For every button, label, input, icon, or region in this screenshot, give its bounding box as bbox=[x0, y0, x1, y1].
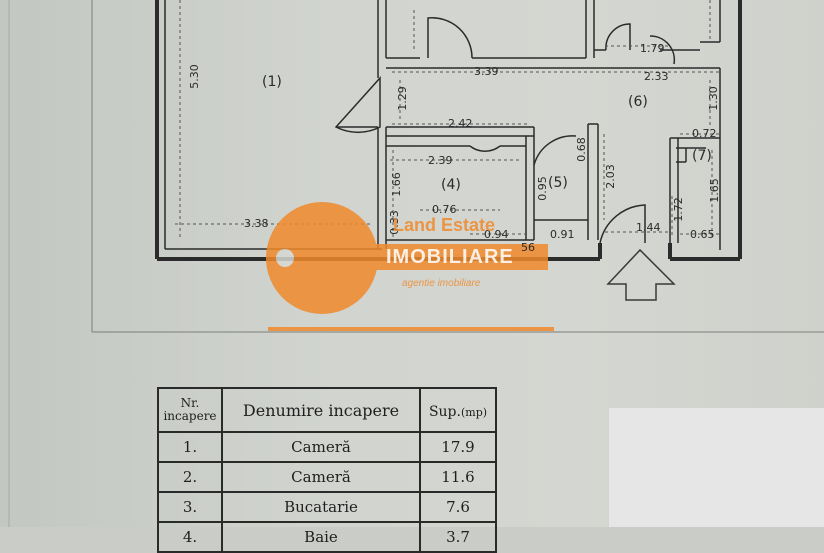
dimension-label: 1.79 bbox=[640, 42, 665, 55]
table-row: 1. Cameră 17.9 bbox=[157, 431, 497, 463]
dimension-label: 0.91 bbox=[550, 228, 575, 241]
header-area-unit: (mp) bbox=[460, 405, 488, 419]
header-nr: Nr. incapere bbox=[157, 387, 223, 433]
dimension-label: 1.30 bbox=[706, 86, 720, 111]
header-area-label: Sup. bbox=[428, 403, 461, 420]
row-nr: 1. bbox=[157, 431, 223, 463]
row-name: Bucatarie bbox=[221, 491, 421, 523]
header-name: Denumire incapere bbox=[221, 387, 421, 433]
dimension-label: 2.39 bbox=[428, 154, 453, 167]
row-area: 17.9 bbox=[419, 431, 497, 463]
dimension-label: 1.72 bbox=[671, 197, 685, 222]
row-nr: 2. bbox=[157, 461, 223, 493]
paper-crease bbox=[8, 0, 10, 527]
dimension-label: 0.72 bbox=[692, 127, 717, 140]
door-swings bbox=[334, 17, 676, 244]
row-area: 7.6 bbox=[419, 491, 497, 523]
dimension-label: 1.29 bbox=[395, 86, 409, 111]
dimension-label: 5.30 bbox=[187, 64, 201, 89]
row-name: Cameră bbox=[221, 461, 421, 493]
dimension-label: 2.03 bbox=[603, 164, 617, 189]
grey-overlay-box bbox=[609, 408, 824, 527]
dimension-label: 2.42 bbox=[448, 117, 473, 130]
dimension-label: 3.39 bbox=[474, 65, 499, 78]
room-label-6: (6) bbox=[628, 94, 648, 110]
watermark-logo bbox=[266, 202, 554, 331]
rooms-table: Nr. incapere Denumire incapere Sup.(mp) … bbox=[157, 387, 497, 553]
room-label-4: (4) bbox=[441, 177, 461, 193]
dimension-label: 0.68 bbox=[574, 137, 588, 162]
table-row: 3. Bucatarie 7.6 bbox=[157, 491, 497, 523]
dimension-label: 3.38 bbox=[244, 217, 269, 230]
entrance-arrow bbox=[606, 248, 676, 301]
logo-name: Land Estate bbox=[393, 215, 496, 235]
room-label-5: (5) bbox=[548, 175, 568, 191]
dimension-label: 0.65 bbox=[690, 228, 715, 241]
table-header-row: Nr. incapere Denumire incapere Sup.(mp) bbox=[157, 387, 497, 433]
dimension-label: 1.66 bbox=[389, 172, 403, 197]
header-nr-line2: incapere bbox=[163, 409, 217, 423]
row-nr: 3. bbox=[157, 491, 223, 523]
dimension-label: 56 bbox=[521, 241, 535, 254]
dimension-label: 1.65 bbox=[707, 178, 721, 203]
row-area: 11.6 bbox=[419, 461, 497, 493]
dimension-label: 1.44 bbox=[636, 221, 661, 234]
dimension-label: 0.76 bbox=[432, 203, 457, 216]
header-nr-line1: Nr. bbox=[180, 396, 200, 410]
floor-plan-drawing bbox=[91, 0, 824, 333]
room-label-1: (1) bbox=[262, 74, 282, 90]
dimension-label: 2.33 bbox=[644, 70, 669, 83]
row-name: Cameră bbox=[221, 431, 421, 463]
dimension-label: 0.94 bbox=[484, 228, 509, 241]
logo-subtitle: IMOBILIARE bbox=[386, 246, 514, 268]
dimension-label: 0.95 bbox=[535, 176, 549, 201]
table-row: 2. Cameră 11.6 bbox=[157, 461, 497, 493]
header-area: Sup.(mp) bbox=[419, 387, 497, 433]
logo-tagline: agentie imobiliare bbox=[402, 278, 481, 289]
room-label-7: (7) bbox=[692, 148, 712, 164]
